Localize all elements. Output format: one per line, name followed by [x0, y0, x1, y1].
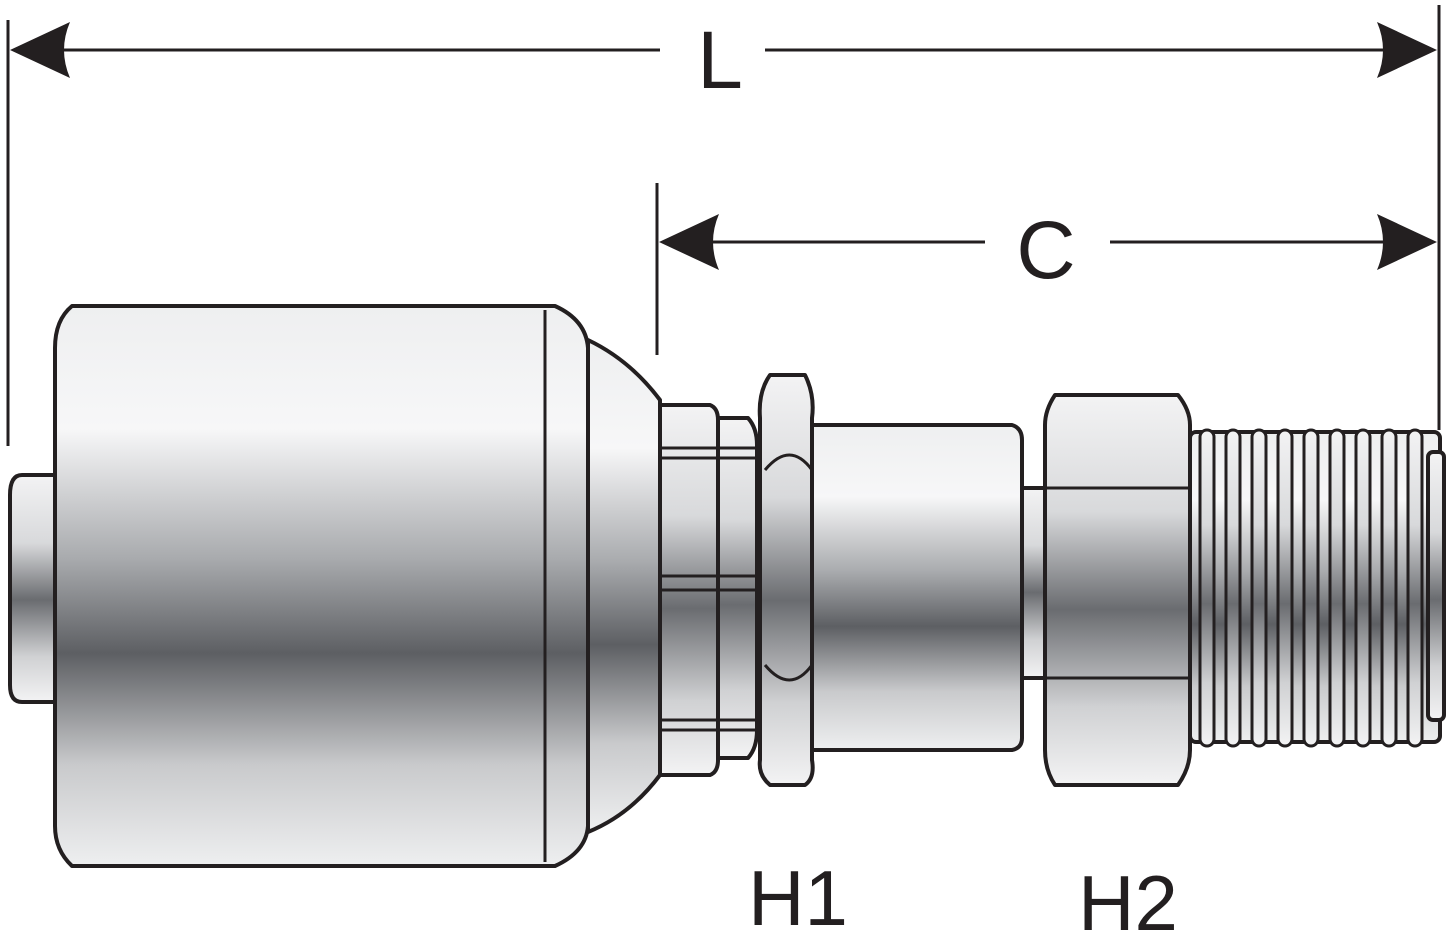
threaded-end	[1188, 428, 1446, 748]
ferrule-shell	[53, 304, 590, 868]
neck-taper	[586, 338, 662, 834]
hex-h1-body	[757, 373, 815, 787]
thread-ridge	[1250, 428, 1268, 748]
hex-label-h2: H2	[1078, 859, 1178, 941]
hex-label-h1: H1	[748, 854, 848, 941]
arrow-head-icon	[1377, 22, 1437, 78]
hex-h2-body	[1043, 393, 1192, 787]
tube-neck	[1020, 486, 1048, 680]
thread-ridge	[1198, 428, 1216, 748]
hex-h1-facet	[763, 453, 814, 471]
hex-h1	[757, 373, 815, 787]
crimp-collar	[658, 403, 759, 777]
thread-chamfer	[1426, 450, 1446, 722]
arrow-head-icon	[659, 214, 719, 270]
dimension-label-l: L	[697, 15, 743, 106]
thread-ridge	[1302, 428, 1320, 748]
collar-back	[716, 416, 759, 760]
thread-ridges	[1198, 428, 1424, 748]
thread-ridge	[1354, 428, 1372, 748]
thread-ridge	[1380, 428, 1398, 748]
dimension-label-c: C	[1016, 205, 1075, 296]
dimension-l: L	[6, 5, 1441, 446]
arrow-head-icon	[10, 22, 70, 78]
hex-h2	[1043, 393, 1192, 787]
thread-ridge	[1224, 428, 1242, 748]
arrow-head-icon	[1377, 214, 1437, 270]
thread-ridge	[1276, 428, 1294, 748]
thread-ridge	[1328, 428, 1346, 748]
hose-stub	[8, 473, 57, 704]
dimension-c: C	[655, 183, 1437, 355]
hex-h1-facet	[763, 664, 814, 682]
tube-section	[810, 423, 1024, 752]
thread-ridge	[1406, 428, 1424, 748]
